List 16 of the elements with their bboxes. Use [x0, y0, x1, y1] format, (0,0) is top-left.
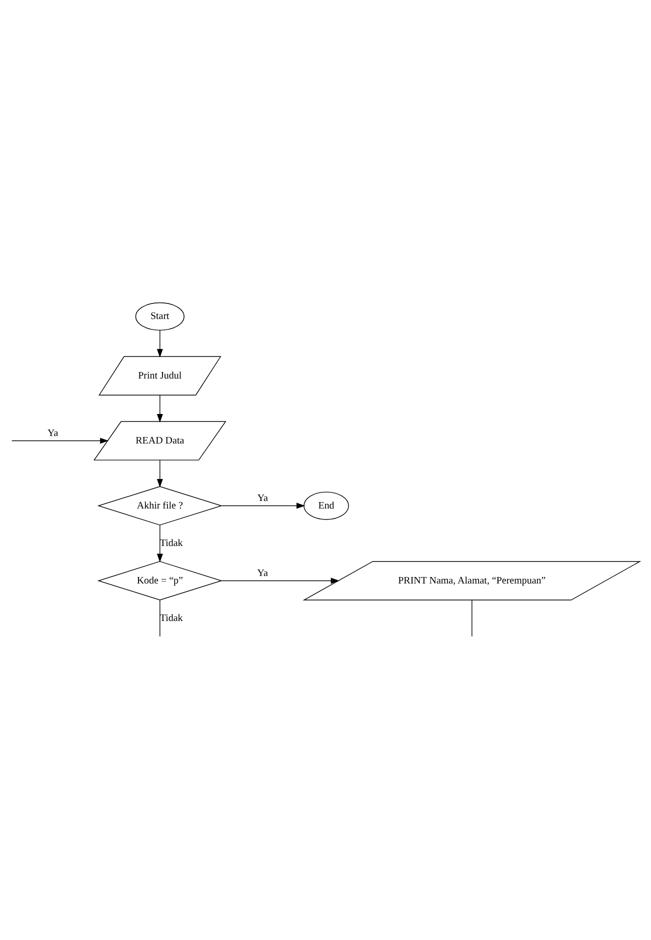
- arrow: [221, 578, 340, 584]
- arrow: [156, 524, 163, 562]
- edge-label: Tidak: [160, 612, 183, 624]
- node-ellipse: Start: [135, 302, 184, 331]
- edge-label: Ya: [257, 492, 268, 504]
- edge-label: Tidak: [160, 538, 183, 549]
- edge-label: Ya: [257, 568, 268, 579]
- edge-label: Ya: [48, 428, 58, 439]
- arrow: [156, 394, 163, 423]
- arrow: [156, 460, 163, 488]
- node-diamond: Akhir file ?: [97, 486, 222, 526]
- arrow: [11, 438, 109, 444]
- node-diamond: Kode = “p”: [97, 561, 222, 600]
- arrow: [221, 502, 306, 509]
- node-ellipse: End: [304, 492, 349, 520]
- arrow: [156, 330, 163, 358]
